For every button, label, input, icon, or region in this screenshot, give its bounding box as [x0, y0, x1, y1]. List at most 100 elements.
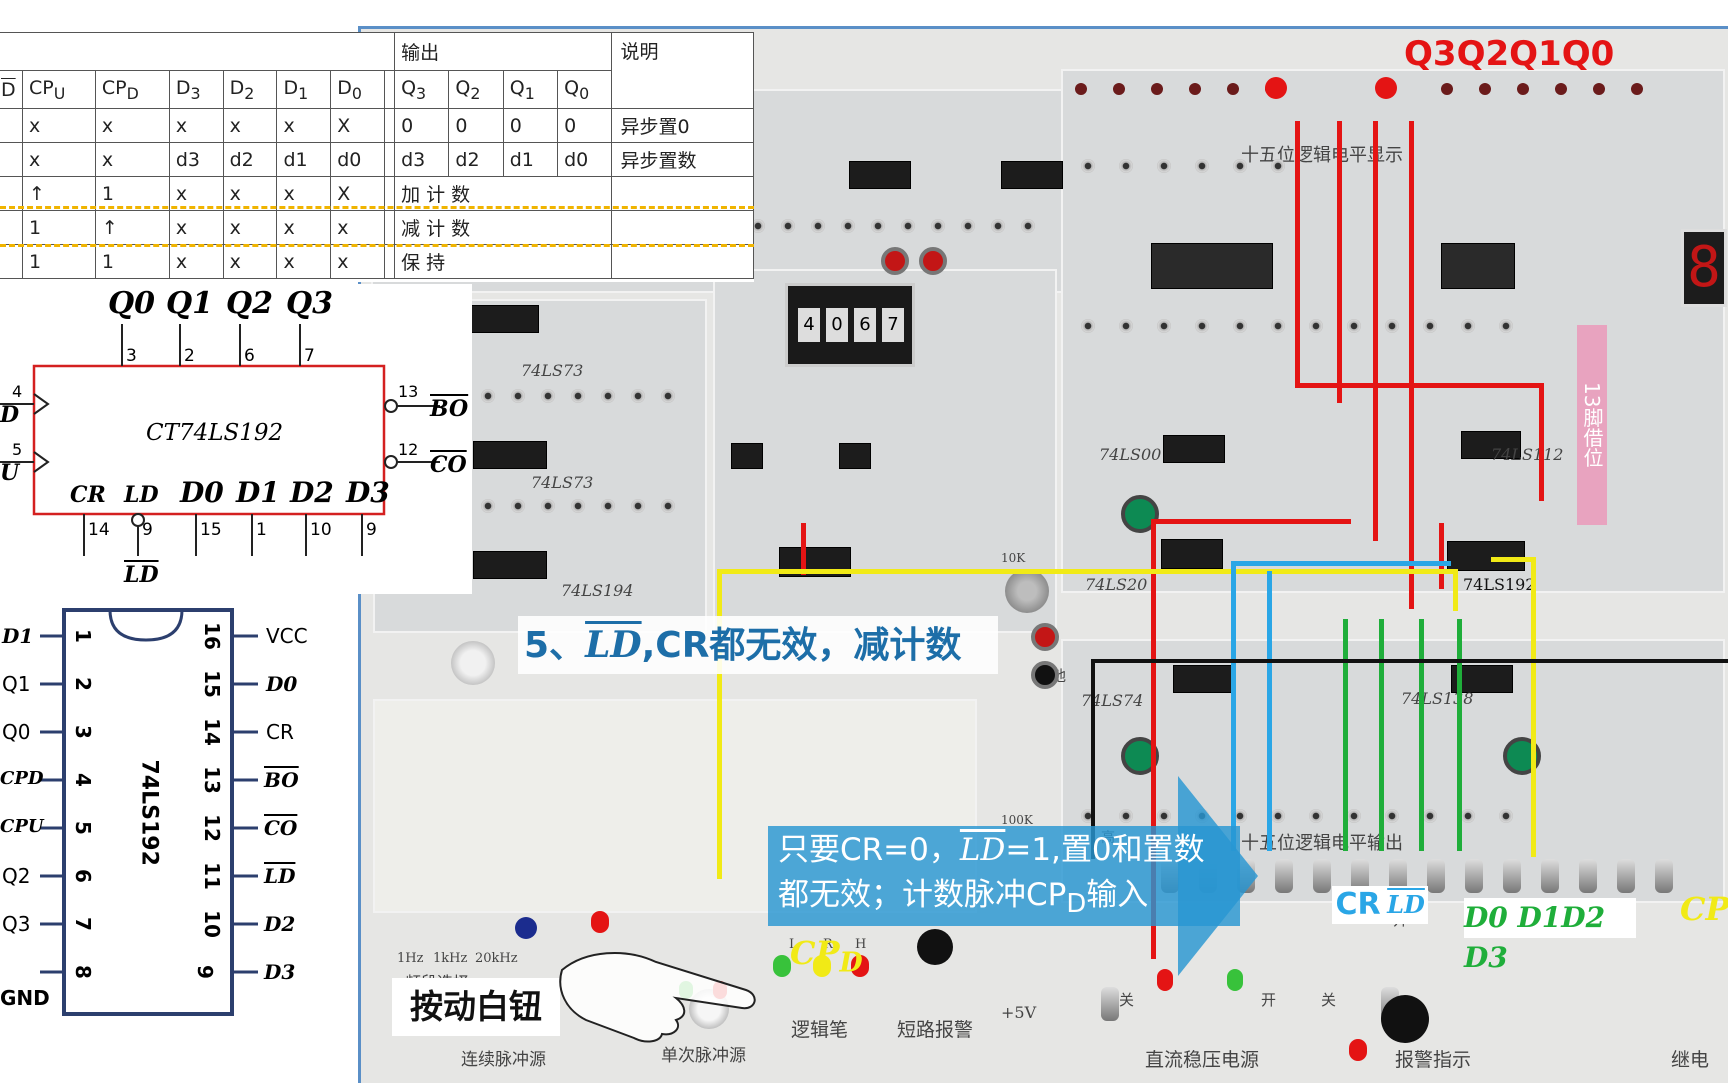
dip-switch[interactable]: 4 0 6 7: [785, 283, 915, 367]
toggle-switch[interactable]: [1313, 859, 1331, 893]
black-socket[interactable]: [1031, 661, 1059, 689]
jack[interactable]: [481, 389, 495, 403]
silk-handwritten: 74LS20: [1085, 575, 1148, 594]
jack[interactable]: [1461, 319, 1475, 333]
jack[interactable]: [661, 389, 675, 403]
black-socket[interactable]: [917, 929, 953, 965]
red-socket[interactable]: [919, 247, 947, 275]
toggle-switch[interactable]: [1427, 859, 1445, 893]
toggle-switch[interactable]: [1579, 859, 1597, 893]
jack[interactable]: [1119, 319, 1133, 333]
toggle-switch[interactable]: [1655, 859, 1673, 893]
table-cell: x: [330, 210, 386, 245]
jack[interactable]: [1021, 219, 1035, 233]
jack[interactable]: [991, 219, 1005, 233]
jack[interactable]: [1081, 319, 1095, 333]
table-cell: x: [276, 244, 332, 279]
jack[interactable]: [1385, 319, 1399, 333]
jack[interactable]: [631, 499, 645, 513]
pinout-svg: [40, 608, 258, 1016]
jack[interactable]: [601, 499, 615, 513]
toggle-switch[interactable]: [1389, 859, 1407, 893]
jack[interactable]: [1271, 319, 1285, 333]
blank-header: [0, 32, 396, 71]
jack[interactable]: [841, 219, 855, 233]
red-socket[interactable]: [1031, 623, 1059, 651]
jack[interactable]: [541, 499, 555, 513]
jack[interactable]: [1309, 809, 1323, 823]
jack[interactable]: [871, 219, 885, 233]
pin-number: 9: [142, 520, 153, 540]
wire-yellow: [1453, 569, 1458, 611]
potentiometer-knob[interactable]: [1005, 569, 1049, 613]
wire-blue: [1231, 561, 1451, 566]
push-button[interactable]: [451, 641, 495, 685]
red-led: [1157, 969, 1173, 991]
jack[interactable]: [1157, 159, 1171, 173]
jack[interactable]: [1233, 319, 1247, 333]
silk-short-alarm: 短路报警: [897, 1019, 974, 1041]
table-cell: x: [330, 244, 386, 279]
red-socket[interactable]: [881, 247, 909, 275]
pin-label-co: CO: [430, 452, 467, 478]
caption-rest: ,CR都无效，减计数: [641, 625, 962, 666]
pin-number: 15: [199, 670, 224, 698]
jack[interactable]: [481, 499, 495, 513]
jack[interactable]: [931, 219, 945, 233]
jack[interactable]: [631, 389, 645, 403]
table-cell: 1: [94, 244, 170, 279]
jack[interactable]: [961, 219, 975, 233]
jack[interactable]: [1347, 319, 1361, 333]
jack[interactable]: [1423, 319, 1437, 333]
jack[interactable]: [1499, 809, 1513, 823]
explanation-box: 只要CR=0，LD=1,置0和置数 都无效；计数脉冲CPD输入: [768, 826, 1240, 926]
jack[interactable]: [1195, 159, 1209, 173]
jack[interactable]: [1157, 319, 1171, 333]
jack[interactable]: [1309, 319, 1323, 333]
toggle-switch[interactable]: [1465, 859, 1483, 893]
table-cell: d0: [330, 142, 386, 177]
jack[interactable]: [1119, 159, 1133, 173]
toggle-switch[interactable]: [1503, 859, 1521, 893]
jack[interactable]: [781, 219, 795, 233]
column-header-row: D CPU CPD D3 D2 D1 D0 Q3 Q2 Q1 Q0: [0, 70, 754, 109]
jack[interactable]: [1157, 809, 1171, 823]
jack[interactable]: [901, 219, 915, 233]
jack[interactable]: [1271, 159, 1285, 173]
jack[interactable]: [1119, 809, 1133, 823]
jack[interactable]: [511, 499, 525, 513]
jack[interactable]: [511, 389, 525, 403]
toggle-switch[interactable]: [1275, 859, 1293, 893]
power-switch[interactable]: [1101, 987, 1119, 1021]
toggle-switch[interactable]: [1541, 859, 1559, 893]
jack[interactable]: [1423, 809, 1437, 823]
jack[interactable]: [751, 219, 765, 233]
jack[interactable]: [571, 389, 585, 403]
ic-chip-555: [839, 443, 871, 469]
jack[interactable]: [1499, 319, 1513, 333]
jack[interactable]: [1385, 809, 1399, 823]
jack[interactable]: [1347, 809, 1361, 823]
toggle-switch[interactable]: [1617, 859, 1635, 893]
pin-label-q0: Q0: [108, 286, 156, 321]
chip-body: [32, 364, 386, 516]
table-cell: 1: [94, 176, 170, 211]
pinout-label-d1: D1: [2, 624, 34, 648]
jack[interactable]: [1233, 159, 1247, 173]
jack[interactable]: [1081, 159, 1095, 173]
table-cell: x: [168, 176, 224, 211]
pin-number: 6: [244, 346, 255, 366]
pinout-label-d2: D2: [264, 912, 296, 936]
jack[interactable]: [811, 219, 825, 233]
red-led: [1349, 1039, 1367, 1061]
jack[interactable]: [1271, 809, 1285, 823]
jack[interactable]: [601, 389, 615, 403]
jack[interactable]: [541, 389, 555, 403]
jack[interactable]: [571, 499, 585, 513]
ic-chip: [1001, 161, 1063, 189]
toggle-switch[interactable]: [1351, 859, 1369, 893]
jack[interactable]: [1195, 319, 1209, 333]
jack[interactable]: [1461, 809, 1475, 823]
table-cell: X: [330, 108, 386, 143]
jack[interactable]: [661, 499, 675, 513]
